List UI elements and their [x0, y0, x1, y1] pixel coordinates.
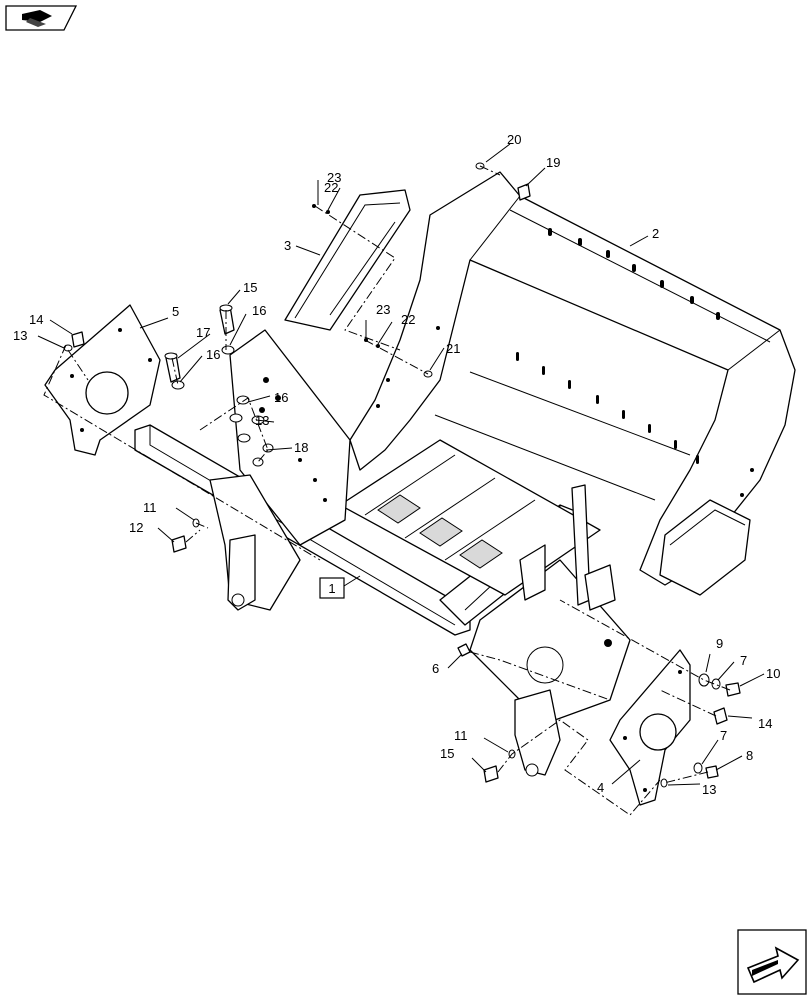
callout-6[interactable]: 6: [432, 661, 439, 676]
callout-15b[interactable]: 15: [440, 746, 454, 761]
callout-22a[interactable]: 22: [324, 180, 338, 195]
part-assembly-icon[interactable]: [5, 5, 78, 31]
callout-7a[interactable]: 7: [740, 653, 747, 668]
callout-labels: 1 2 3 4 5 6 7 7 8 9 10 11 11 12 13 13 13…: [13, 132, 780, 797]
callout-22b[interactable]: 22: [401, 312, 415, 327]
callout-1[interactable]: 1: [328, 581, 335, 596]
callout-13b[interactable]: 13: [255, 413, 269, 428]
callout-11b[interactable]: 11: [454, 728, 468, 743]
callout-box-1: [319, 577, 345, 599]
leader-lines: [37, 143, 765, 786]
callout-21[interactable]: 21: [446, 341, 460, 356]
callout-17[interactable]: 17: [196, 325, 210, 340]
callout-10[interactable]: 10: [766, 666, 780, 681]
callout-23b[interactable]: 23: [376, 302, 390, 317]
callout-7b[interactable]: 7: [720, 728, 727, 743]
callout-16c[interactable]: 16: [274, 390, 288, 405]
curved-hopper-sheet: [349, 171, 796, 596]
callout-16b[interactable]: 16: [206, 347, 220, 362]
main-frame: [134, 329, 631, 777]
callout-5[interactable]: 5: [172, 304, 179, 319]
assembly-lines: [43, 165, 731, 816]
callout-3[interactable]: 3: [284, 238, 291, 253]
callout-8[interactable]: 8: [746, 748, 753, 763]
callout-12[interactable]: 12: [129, 520, 143, 535]
next-page-arrow-icon[interactable]: [737, 929, 807, 995]
callout-20[interactable]: 20: [507, 132, 521, 147]
callout-13a[interactable]: 13: [13, 328, 27, 343]
callout-18[interactable]: 18: [294, 440, 308, 455]
callout-14a[interactable]: 14: [29, 312, 43, 327]
callout-4[interactable]: 4: [597, 780, 604, 795]
callout-16a[interactable]: 16: [252, 303, 266, 318]
callout-15a[interactable]: 15: [243, 280, 257, 295]
callout-9[interactable]: 9: [716, 636, 723, 651]
callout-19[interactable]: 19: [546, 155, 560, 170]
callout-23a[interactable]: 23: [327, 170, 341, 185]
callout-13c[interactable]: 13: [702, 782, 716, 797]
callout-11a[interactable]: 11: [143, 500, 157, 515]
callout-2[interactable]: 2: [652, 226, 659, 241]
deflector-plate: [284, 189, 411, 331]
callout-14b[interactable]: 14: [758, 716, 772, 731]
right-side-plate: [609, 649, 691, 806]
